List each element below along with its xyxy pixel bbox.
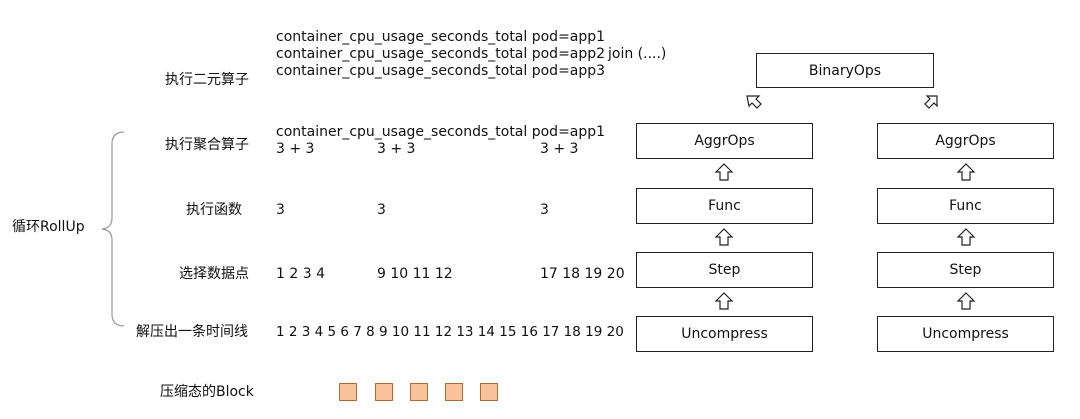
binary-row-1: container_cpu_usage_seconds_total pod=ap…: [276, 29, 606, 45]
up-arrow-icon: [714, 292, 734, 310]
func-box-left: Func: [636, 188, 813, 224]
stage-label-func: 执行函数: [186, 202, 242, 218]
decompress-values: 1 2 3 4 5 6 7 8 9 10 11 12 13 14 15 16 1…: [276, 324, 624, 340]
aggr-series: container_cpu_usage_seconds_total pod=ap…: [276, 124, 606, 140]
stage-label-decompress: 解压出一条时间线: [136, 324, 248, 340]
step-box-right: Step: [877, 252, 1054, 288]
up-arrow-icon: [956, 163, 976, 181]
up-arrow-icon: [956, 292, 976, 310]
func-value-2: 3: [377, 202, 386, 218]
step-box-left: Step: [636, 252, 813, 288]
uncompress-box-right: Uncompress: [877, 316, 1054, 352]
join-text: join (....): [608, 46, 667, 62]
stage-label-binary: 执行二元算子: [165, 72, 249, 88]
stage-label-block: 压缩态的Block: [160, 384, 254, 400]
up-arrow-icon: [714, 163, 734, 181]
func-value-3: 3: [540, 202, 549, 218]
aggr-value-1: 3 + 3: [276, 141, 315, 157]
compressed-block: [339, 383, 357, 401]
binary-row-2: container_cpu_usage_seconds_total pod=ap…: [276, 46, 606, 62]
stage-label-select: 选择数据点: [179, 266, 249, 282]
binaryops-box: BinaryOps: [756, 53, 934, 88]
compressed-block: [375, 383, 393, 401]
aggr-value-2: 3 + 3: [377, 141, 416, 157]
compressed-block: [410, 383, 428, 401]
diagonal-arrow-icon: [924, 95, 938, 109]
func-value-1: 3: [276, 202, 285, 218]
up-arrow-icon: [714, 228, 734, 246]
loop-rollup-label: 循环RollUp: [12, 219, 85, 235]
select-value-3: 17 18 19 20: [540, 266, 625, 282]
binary-row-3: container_cpu_usage_seconds_total pod=ap…: [276, 63, 606, 79]
func-box-right: Func: [877, 188, 1054, 224]
aggrops-box-left: AggrOps: [636, 123, 813, 159]
uncompress-box-left: Uncompress: [636, 316, 813, 352]
compressed-block: [480, 383, 498, 401]
stage-label-aggr: 执行聚合算子: [165, 137, 249, 153]
select-value-1: 1 2 3 4: [276, 266, 325, 282]
up-arrow-icon: [956, 228, 976, 246]
aggr-value-3: 3 + 3: [540, 141, 579, 157]
select-value-2: 9 10 11 12: [377, 266, 453, 282]
compressed-block: [445, 383, 463, 401]
diagonal-arrow-icon: [746, 95, 762, 109]
aggrops-box-right: AggrOps: [877, 123, 1054, 159]
